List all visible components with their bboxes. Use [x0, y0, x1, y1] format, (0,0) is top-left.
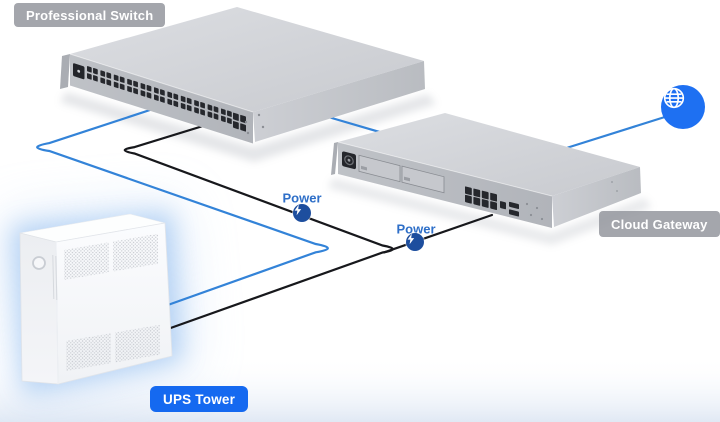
switch-left-cap: [60, 54, 70, 89]
gateway-shadow: [328, 178, 652, 245]
label-cloud-gateway: Cloud Gateway: [599, 211, 720, 237]
professional-switch-device: [60, 7, 425, 144]
cable-gateway-to-ups-power: [382, 213, 494, 254]
switch-top-face: [70, 7, 424, 112]
gateway-top-face: [338, 113, 640, 196]
switch-screws: [244, 113, 265, 135]
ups-front-face: [19, 232, 59, 385]
gateway-side-face: [552, 167, 641, 227]
lightning-bolt-icon: [406, 233, 424, 251]
power-label-switch: Power: [282, 190, 322, 206]
switch-front-face: [70, 54, 253, 144]
switch-port-grid: [87, 66, 246, 132]
internet-globe-icon: [661, 85, 705, 129]
ups-vents: [64, 233, 160, 371]
cable-gateway-to-internet: [566, 114, 670, 149]
label-professional-switch: Professional Switch: [14, 3, 166, 27]
label-ups-tower: UPS Tower: [150, 386, 249, 412]
switch-side-face: [253, 61, 425, 142]
lightning-bolt-icon: [293, 204, 311, 222]
ups-front-slits: [52, 254, 58, 301]
cloud-gateway-device: [331, 113, 641, 229]
cable-switch-to-ups-data: [36, 107, 329, 308]
ups-power-button: [32, 256, 46, 270]
gateway-port-grid: [465, 186, 519, 217]
power-label-gateway: Power: [396, 221, 436, 237]
gateway-screws: [525, 181, 618, 221]
gateway-front-face: [338, 142, 552, 229]
gateway-left-cap: [331, 142, 338, 175]
ups-tower-device: [19, 213, 173, 385]
gateway-drive-trays: [358, 154, 445, 194]
